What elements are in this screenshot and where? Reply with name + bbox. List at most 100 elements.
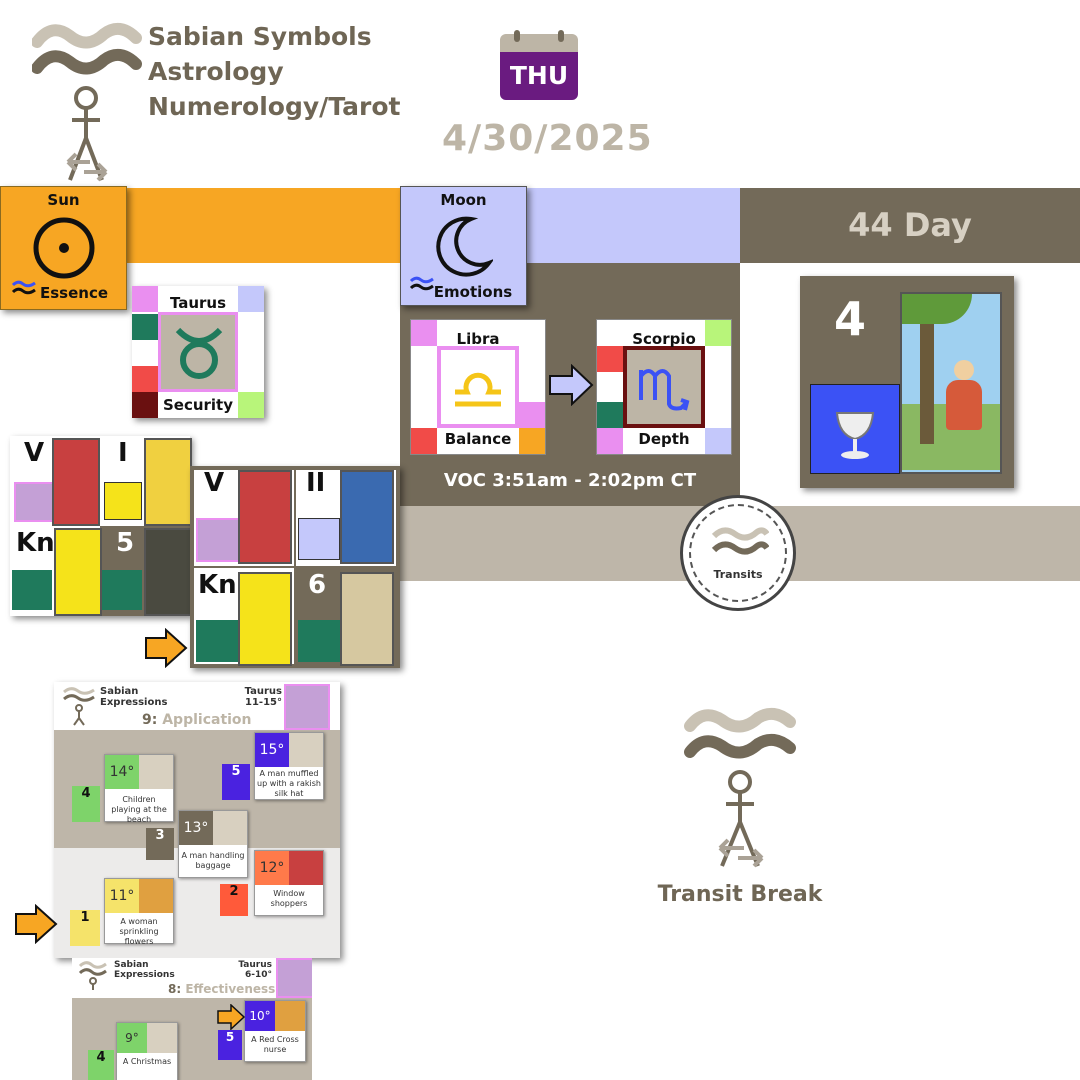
num-badge: 4 (88, 1050, 114, 1080)
expression-card-10[interactable]: 10° A Red Cross nurse (244, 1000, 306, 1062)
cups-suit-icon (810, 384, 900, 474)
high-priestess-card (340, 470, 394, 564)
card-text: Children playing at the beach (111, 795, 167, 824)
hierophant-card (238, 470, 292, 564)
sun-symbol-icon (33, 217, 95, 279)
pentacle-icon (196, 620, 238, 662)
libra-symbol-icon (455, 372, 501, 407)
card-degree: 12° (255, 851, 289, 885)
card-text: Window shoppers (270, 889, 308, 908)
moon-mini-icon (298, 518, 340, 560)
expression-card-14[interactable]: 14° Children playing at the beach (104, 754, 174, 824)
tarot-rank: I (118, 438, 128, 468)
tarot-rank: 5 (116, 528, 135, 558)
num-badge: 3 (146, 828, 174, 860)
card-text: A Red Cross nurse (251, 1035, 299, 1054)
expressions-heading: Sabian Expressions (100, 686, 168, 708)
magician-card (144, 438, 192, 526)
num-badge: 5 (218, 1030, 242, 1060)
sun-sign: Taurus (169, 294, 227, 312)
moon-symbol-icon (436, 216, 493, 277)
day-number: 4 (834, 292, 867, 346)
tarot-rank: Kn (198, 570, 237, 600)
header-line-3: Numerology/Tarot (148, 92, 401, 121)
expression-card-9[interactable]: 9° A Christmas (116, 1022, 178, 1080)
num-badge: 4 (72, 786, 100, 822)
card-text: A Christmas (122, 1057, 172, 1066)
pentacle-icon (12, 570, 52, 610)
sabian-mini-icon (11, 280, 36, 295)
expression-card-15[interactable]: 15° A man muffled up with a rakish silk … (254, 732, 324, 800)
moon-box: Moon Emotions (400, 186, 527, 306)
knight-pentacles-card (238, 572, 292, 666)
moon-from-keyword: Balance (444, 430, 512, 448)
card-degree: 14° (105, 755, 139, 789)
expressions-panel-top: Sabian Expressions Taurus 11-15° 9: Appl… (54, 682, 340, 958)
card-degree: 11° (105, 879, 139, 913)
libra-tile: Libra Balance (410, 319, 546, 455)
card-text: A woman sprinkling flowers (119, 917, 159, 946)
card-text: A man handling baggage (181, 851, 245, 870)
pointer-arrow-icon (217, 1004, 246, 1030)
taurus-symbol-icon (175, 327, 223, 379)
five-pentacles-card (144, 528, 192, 616)
expressions-range: 11-15° (245, 697, 282, 708)
hierophant-card (52, 438, 100, 526)
moon-from-sign: Libra (456, 330, 500, 348)
sabian-mini-icon (409, 276, 434, 291)
pointer-arrow-icon (15, 904, 58, 944)
expression-card-11[interactable]: 11° A woman sprinkling flowers (104, 878, 174, 946)
tarot-rank: 6 (308, 570, 327, 600)
sabian-logo-icon (63, 687, 95, 726)
expressions-heading: Sabian Expressions (114, 960, 175, 980)
right-arrow-icon (549, 364, 594, 406)
tarot-rank: II (306, 468, 326, 498)
pentacle-icon (298, 620, 340, 662)
card-degree: 15° (255, 733, 289, 767)
mercury-mini-icon (104, 482, 142, 520)
knight-pentacles-card (54, 528, 102, 616)
num-badge: 2 (220, 884, 248, 916)
moon-to-keyword: Depth (638, 430, 690, 448)
card-degree: 9° (117, 1023, 147, 1053)
sun-label: Essence (39, 284, 109, 302)
date-label: 4/30/2025 (442, 118, 653, 159)
expressions-title: Effectiveness (185, 982, 276, 996)
scorpio-tile: Scorpio Depth (596, 319, 732, 455)
taurus-mini-icon (284, 684, 330, 730)
card-degree: 13° (179, 811, 213, 845)
tarot-set-2: V II Kn 6 (190, 466, 400, 668)
day-label: 44 Day (848, 206, 972, 244)
card-text: A man muffled up with a rakish silk hat (257, 769, 321, 798)
expressions-title: Application (162, 712, 252, 728)
tarot-rank: V (24, 438, 45, 468)
tarot-set-1: V I Kn 5 (10, 436, 192, 616)
taurus-tile: Taurus Security (132, 286, 264, 418)
tarot-rank: Kn (16, 528, 55, 558)
expressions-range: 6-10° (244, 970, 272, 980)
card-degree: 10° (245, 1001, 275, 1031)
expression-card-13[interactable]: 13° A man handling baggage (178, 810, 248, 878)
header-line-2: Astrology (148, 57, 284, 86)
taurus-mini-icon (14, 482, 54, 522)
sun-title: Sun (47, 191, 80, 209)
tarot-rank: V (204, 468, 225, 498)
four-of-cups-card (900, 292, 1002, 474)
transits-badge[interactable]: Transits (680, 495, 796, 611)
pointer-arrow-icon (145, 628, 188, 668)
day-band: 44 Day (740, 188, 1080, 263)
expressions-sign: Taurus (238, 960, 272, 970)
sun-box: Sun Essence (0, 186, 127, 310)
header-line-1: Sabian Symbols (148, 22, 372, 51)
transits-label: Transits (713, 568, 763, 581)
num-badge: 5 (222, 764, 250, 800)
weekday-label: THU (500, 52, 578, 100)
sabian-logo-icon (32, 22, 142, 182)
expression-card-12[interactable]: 12° Window shoppers (254, 850, 324, 916)
sun-keyword: Security (158, 396, 238, 414)
expressions-sign: Taurus (244, 686, 282, 697)
moon-title: Moon (440, 191, 487, 209)
day-tarot-panel: 4 (800, 276, 1014, 488)
pentacle-icon (102, 570, 142, 610)
moon-to-sign: Scorpio (632, 330, 696, 348)
